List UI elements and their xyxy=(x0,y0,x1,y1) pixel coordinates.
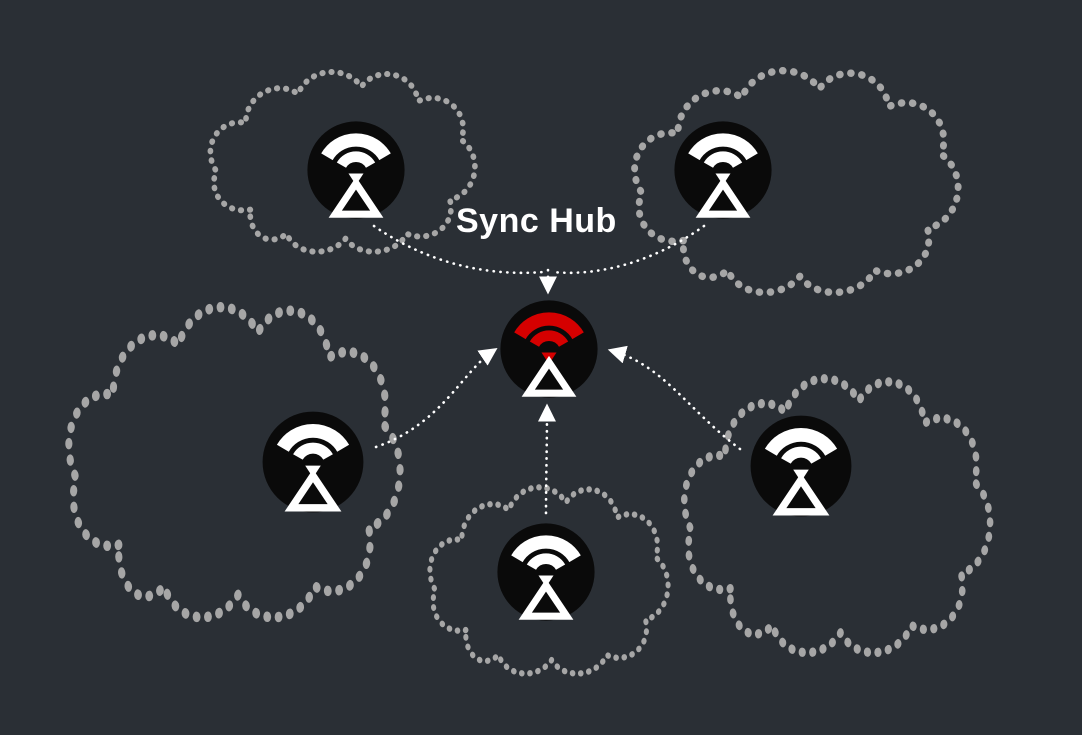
sync-arrow-left xyxy=(374,347,498,449)
sync-arrows-group xyxy=(372,224,742,515)
device-beacon-icon-mid-left xyxy=(263,412,364,513)
device-beacon-icon-right xyxy=(751,416,852,517)
sync-arrow-bottom xyxy=(537,403,557,515)
sync-arrow-right xyxy=(607,345,742,451)
device-beacon-icon-top-left xyxy=(307,121,404,218)
device-beacon-icon-bottom-center xyxy=(497,523,594,620)
cloud-outline-right xyxy=(684,379,990,653)
sync-arrow-top-left xyxy=(372,224,545,275)
sync-hub-title: Sync Hub xyxy=(456,202,617,240)
device-beacon-icon-top-right xyxy=(674,121,771,218)
sync-hub-beacon-icon xyxy=(500,300,597,397)
